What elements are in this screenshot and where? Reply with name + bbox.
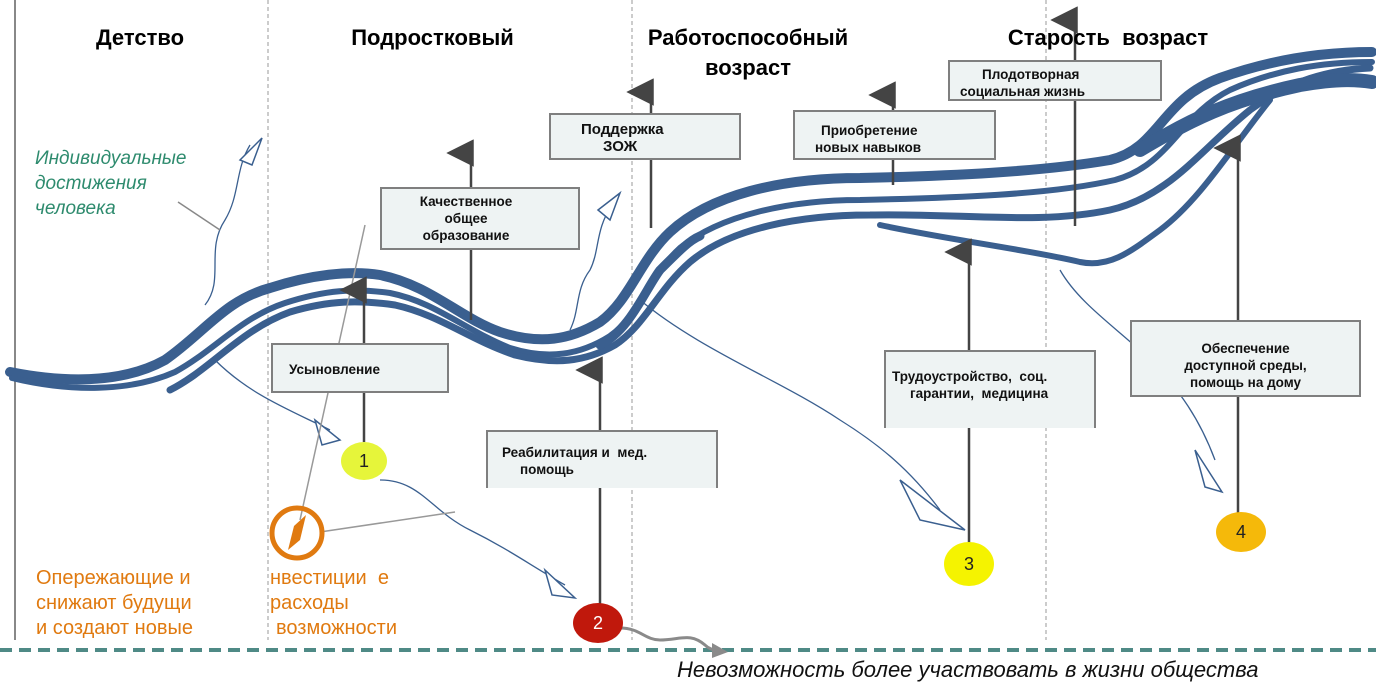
investment-row-3-left: и создают новые — [36, 617, 193, 639]
note-line-2: достижения — [35, 173, 147, 194]
investment-row-1-right: нвестиции е — [270, 567, 389, 589]
stage-working-line1: Работоспособный — [647, 25, 849, 50]
investment-row-1-left: Опережающие и — [36, 567, 191, 589]
fall-arrowhead — [712, 643, 728, 658]
stage-working-line2: возраст — [704, 55, 791, 80]
circle-4: 4 — [1216, 512, 1266, 552]
box-employment-l2: гарантии, медицина — [910, 386, 1049, 401]
circle-1-label: 1 — [358, 451, 369, 471]
note-pointer — [177, 201, 221, 231]
box-adoption: Усыновление — [271, 343, 449, 393]
box-education-l1: Качественное — [419, 194, 513, 209]
support-arrows — [339, 6, 1241, 606]
box-new-skills: Приобретение новых навыков — [793, 110, 996, 160]
box-accessible-l1: Обеспечение — [1201, 341, 1290, 356]
compass-line-b — [319, 511, 456, 533]
box-accessible-l3: помощь на дому — [1189, 375, 1302, 390]
stage-teen: Подростковый — [351, 25, 514, 50]
box-adoption-text: Усыновление — [289, 362, 380, 377]
individual-achievements-note: Индивидуальные достижения человека — [35, 146, 186, 221]
compass-icon — [269, 505, 325, 561]
box-social-life: Плодотворная социальная жизнь — [948, 60, 1162, 101]
box-skills-l2: новых навыков — [815, 140, 922, 155]
box-healthy-l1: Поддержка — [581, 121, 664, 138]
box-rehab-l2: помощь — [520, 462, 574, 477]
box-healthy-lifestyle: Поддержка ЗОЖ — [549, 113, 741, 160]
box-employment-l1: Трудоустройство, соц. — [892, 369, 1048, 384]
investment-row-2-right: расходы — [270, 592, 349, 614]
box-employment: Трудоустройство, соц. гарантии, медицина — [884, 350, 1096, 428]
note-line-3: человека — [35, 198, 116, 219]
box-accessible-environment: Обеспечение доступной среды, помощь на д… — [1130, 320, 1361, 397]
box-healthy-l2: ЗОЖ — [603, 138, 638, 155]
box-education-l2: общее — [444, 211, 488, 226]
box-rehab-l1: Реабилитация и мед. — [502, 445, 648, 460]
circle-1: 1 — [341, 442, 387, 480]
box-social-l2: социальная жизнь — [960, 84, 1086, 99]
note-line-1: Индивидуальные — [35, 148, 187, 169]
investment-note: Опережающие и нвестиции е снижают будущи р… — [36, 566, 397, 641]
circle-2: 2 — [573, 603, 623, 643]
investment-row-3-right: возможности — [276, 617, 397, 639]
circle-2-label: 2 — [592, 613, 603, 633]
box-accessible-l2: доступной среды, — [1184, 358, 1307, 373]
exclusion-note: Невозможность более участвовать в жизни … — [677, 657, 1259, 682]
stage-working: Работоспособный возраст — [628, 24, 868, 81]
flow-lines — [204, 144, 1216, 586]
box-social-l1: Плодотворная — [982, 67, 1080, 82]
fall-line — [619, 626, 721, 653]
circle-4-label: 4 — [1235, 522, 1246, 542]
flow-arrowheads — [238, 137, 1224, 600]
box-skills-l1: Приобретение — [821, 123, 918, 138]
circle-3: 3 — [944, 542, 994, 586]
investment-row-2-left: снижают будущи — [36, 592, 192, 614]
investment-row-1: Опережающие и нвестиции е — [36, 566, 397, 591]
investment-row-2: снижают будущи расходы — [36, 591, 397, 616]
box-education-l3: образование — [422, 228, 510, 243]
stage-old-age: Старость возраст — [1007, 25, 1209, 50]
box-rehab: Реабилитация и мед. помощь — [486, 430, 718, 488]
box-education: Качественное общее образование — [380, 187, 580, 250]
stage-childhood: Детство — [95, 25, 185, 50]
investment-row-3: и создают новые возможности — [36, 616, 397, 641]
circle-3-label: 3 — [963, 554, 974, 574]
